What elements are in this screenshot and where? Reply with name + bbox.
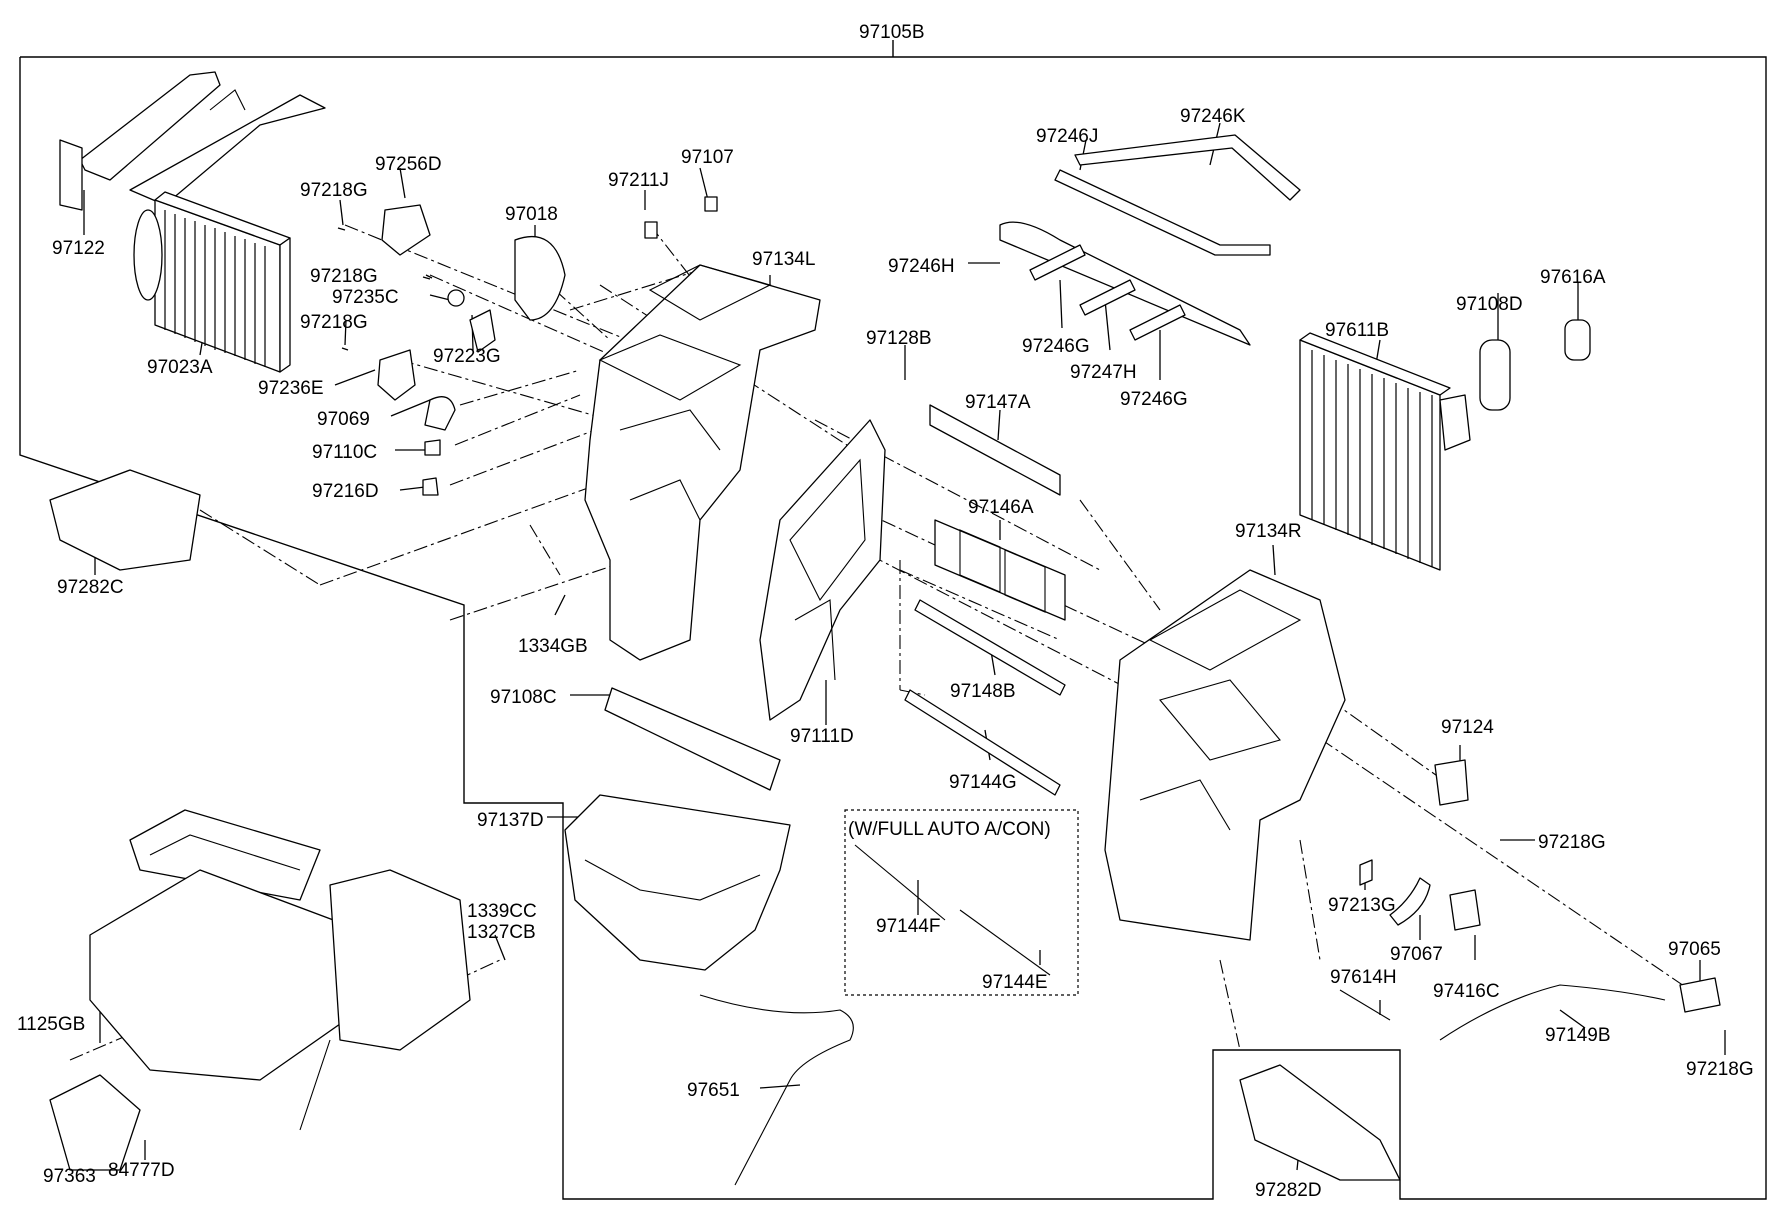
heater-core-97023A bbox=[133, 191, 291, 373]
label-97236E: 97236E bbox=[258, 378, 324, 399]
small-actuators bbox=[337, 196, 718, 496]
label-97108C: 97108C bbox=[490, 687, 557, 708]
evaporator-97611B bbox=[1299, 319, 1591, 571]
label-97246G: 97246G bbox=[1120, 389, 1188, 410]
label-97614H: 97614H bbox=[1330, 967, 1397, 988]
small-parts-right bbox=[854, 759, 1481, 976]
label-97023A: 97023A bbox=[147, 357, 213, 378]
label-97067: 97067 bbox=[1390, 944, 1443, 965]
label-97107: 97107 bbox=[681, 147, 734, 168]
label-97246K: 97246K bbox=[1180, 106, 1246, 127]
label-97149B: 97149B bbox=[1545, 1025, 1611, 1046]
label-97363: 97363 bbox=[43, 1166, 96, 1187]
label-97144E: 97144E bbox=[982, 972, 1048, 993]
label-97144F: 97144F bbox=[876, 916, 940, 937]
label-97282C: 97282C bbox=[57, 577, 124, 598]
label-97216D: 97216D bbox=[312, 481, 379, 502]
label-full-auto-ac: (W/FULL AUTO A/CON) bbox=[848, 819, 1051, 840]
seal-strips bbox=[999, 134, 1301, 346]
label-97218G: 97218G bbox=[300, 180, 368, 201]
center-plate-97111D bbox=[759, 419, 886, 721]
label-97218G: 97218G bbox=[300, 312, 368, 333]
label-97134L: 97134L bbox=[752, 249, 815, 270]
label-97148B: 97148B bbox=[950, 681, 1016, 702]
label-97246H: 97246H bbox=[888, 256, 955, 277]
label-97218G: 97218G bbox=[1686, 1059, 1754, 1080]
label-1327CB: 1327CB bbox=[467, 922, 536, 943]
heater-pipes bbox=[59, 71, 326, 211]
full-auto-ac-box bbox=[844, 809, 1079, 996]
label-97213G: 97213G bbox=[1328, 895, 1396, 916]
label-97651: 97651 bbox=[687, 1080, 740, 1101]
label-97065: 97065 bbox=[1668, 939, 1721, 960]
label-97018: 97018 bbox=[505, 204, 558, 225]
filters bbox=[904, 404, 1066, 796]
label-1125GB: 1125GB bbox=[17, 1014, 85, 1035]
label-97256D: 97256D bbox=[375, 154, 442, 175]
label-97122: 97122 bbox=[52, 238, 105, 259]
label-97137D: 97137D bbox=[477, 810, 544, 831]
label-97110C: 97110C bbox=[312, 442, 377, 463]
assembly-frame bbox=[19, 40, 1767, 1200]
label-97147A: 97147A bbox=[965, 392, 1031, 413]
label-97128B: 97128B bbox=[866, 328, 932, 349]
label-97246G: 97246G bbox=[1022, 336, 1090, 357]
label-97111D: 97111D bbox=[790, 726, 854, 747]
left-case-97134L bbox=[584, 264, 821, 661]
label-97108D: 97108D bbox=[1456, 294, 1523, 315]
label-97218G: 97218G bbox=[1538, 832, 1606, 853]
label-84777D: 84777D bbox=[108, 1160, 175, 1181]
label-97124: 97124 bbox=[1441, 717, 1494, 738]
blower-assembly-preview bbox=[49, 469, 1401, 1181]
right-case-97134R bbox=[1104, 569, 1346, 941]
dash-leaders bbox=[69, 224, 1691, 1061]
label-97211J: 97211J bbox=[608, 170, 669, 191]
label-97105B: 97105B bbox=[859, 22, 925, 43]
label-97146A: 97146A bbox=[968, 497, 1034, 518]
label-1339CC: 1339CC bbox=[467, 901, 537, 922]
label-97218G: 97218G bbox=[310, 266, 378, 287]
label-97144G: 97144G bbox=[949, 772, 1017, 793]
label-97416C: 97416C bbox=[1433, 981, 1500, 1002]
label-97611B: 97611B bbox=[1325, 320, 1389, 341]
label-97134R: 97134R bbox=[1235, 521, 1302, 542]
drain-hoses bbox=[699, 977, 1721, 1186]
label-97223G: 97223G bbox=[433, 346, 501, 367]
label-97235C: 97235C bbox=[332, 287, 399, 308]
label-97282D: 97282D bbox=[1255, 1180, 1322, 1201]
label-97069: 97069 bbox=[317, 409, 370, 430]
part-labels: 97105B 97122 97023A 97218G 97256D 97218G… bbox=[17, 22, 1754, 1201]
lower-case-97137D bbox=[564, 687, 791, 971]
label-97247H: 97247H bbox=[1070, 362, 1137, 383]
label-97246J: 97246J bbox=[1036, 126, 1098, 147]
label-97616A: 97616A bbox=[1540, 267, 1606, 288]
label-1334GB: 1334GB bbox=[518, 636, 588, 657]
